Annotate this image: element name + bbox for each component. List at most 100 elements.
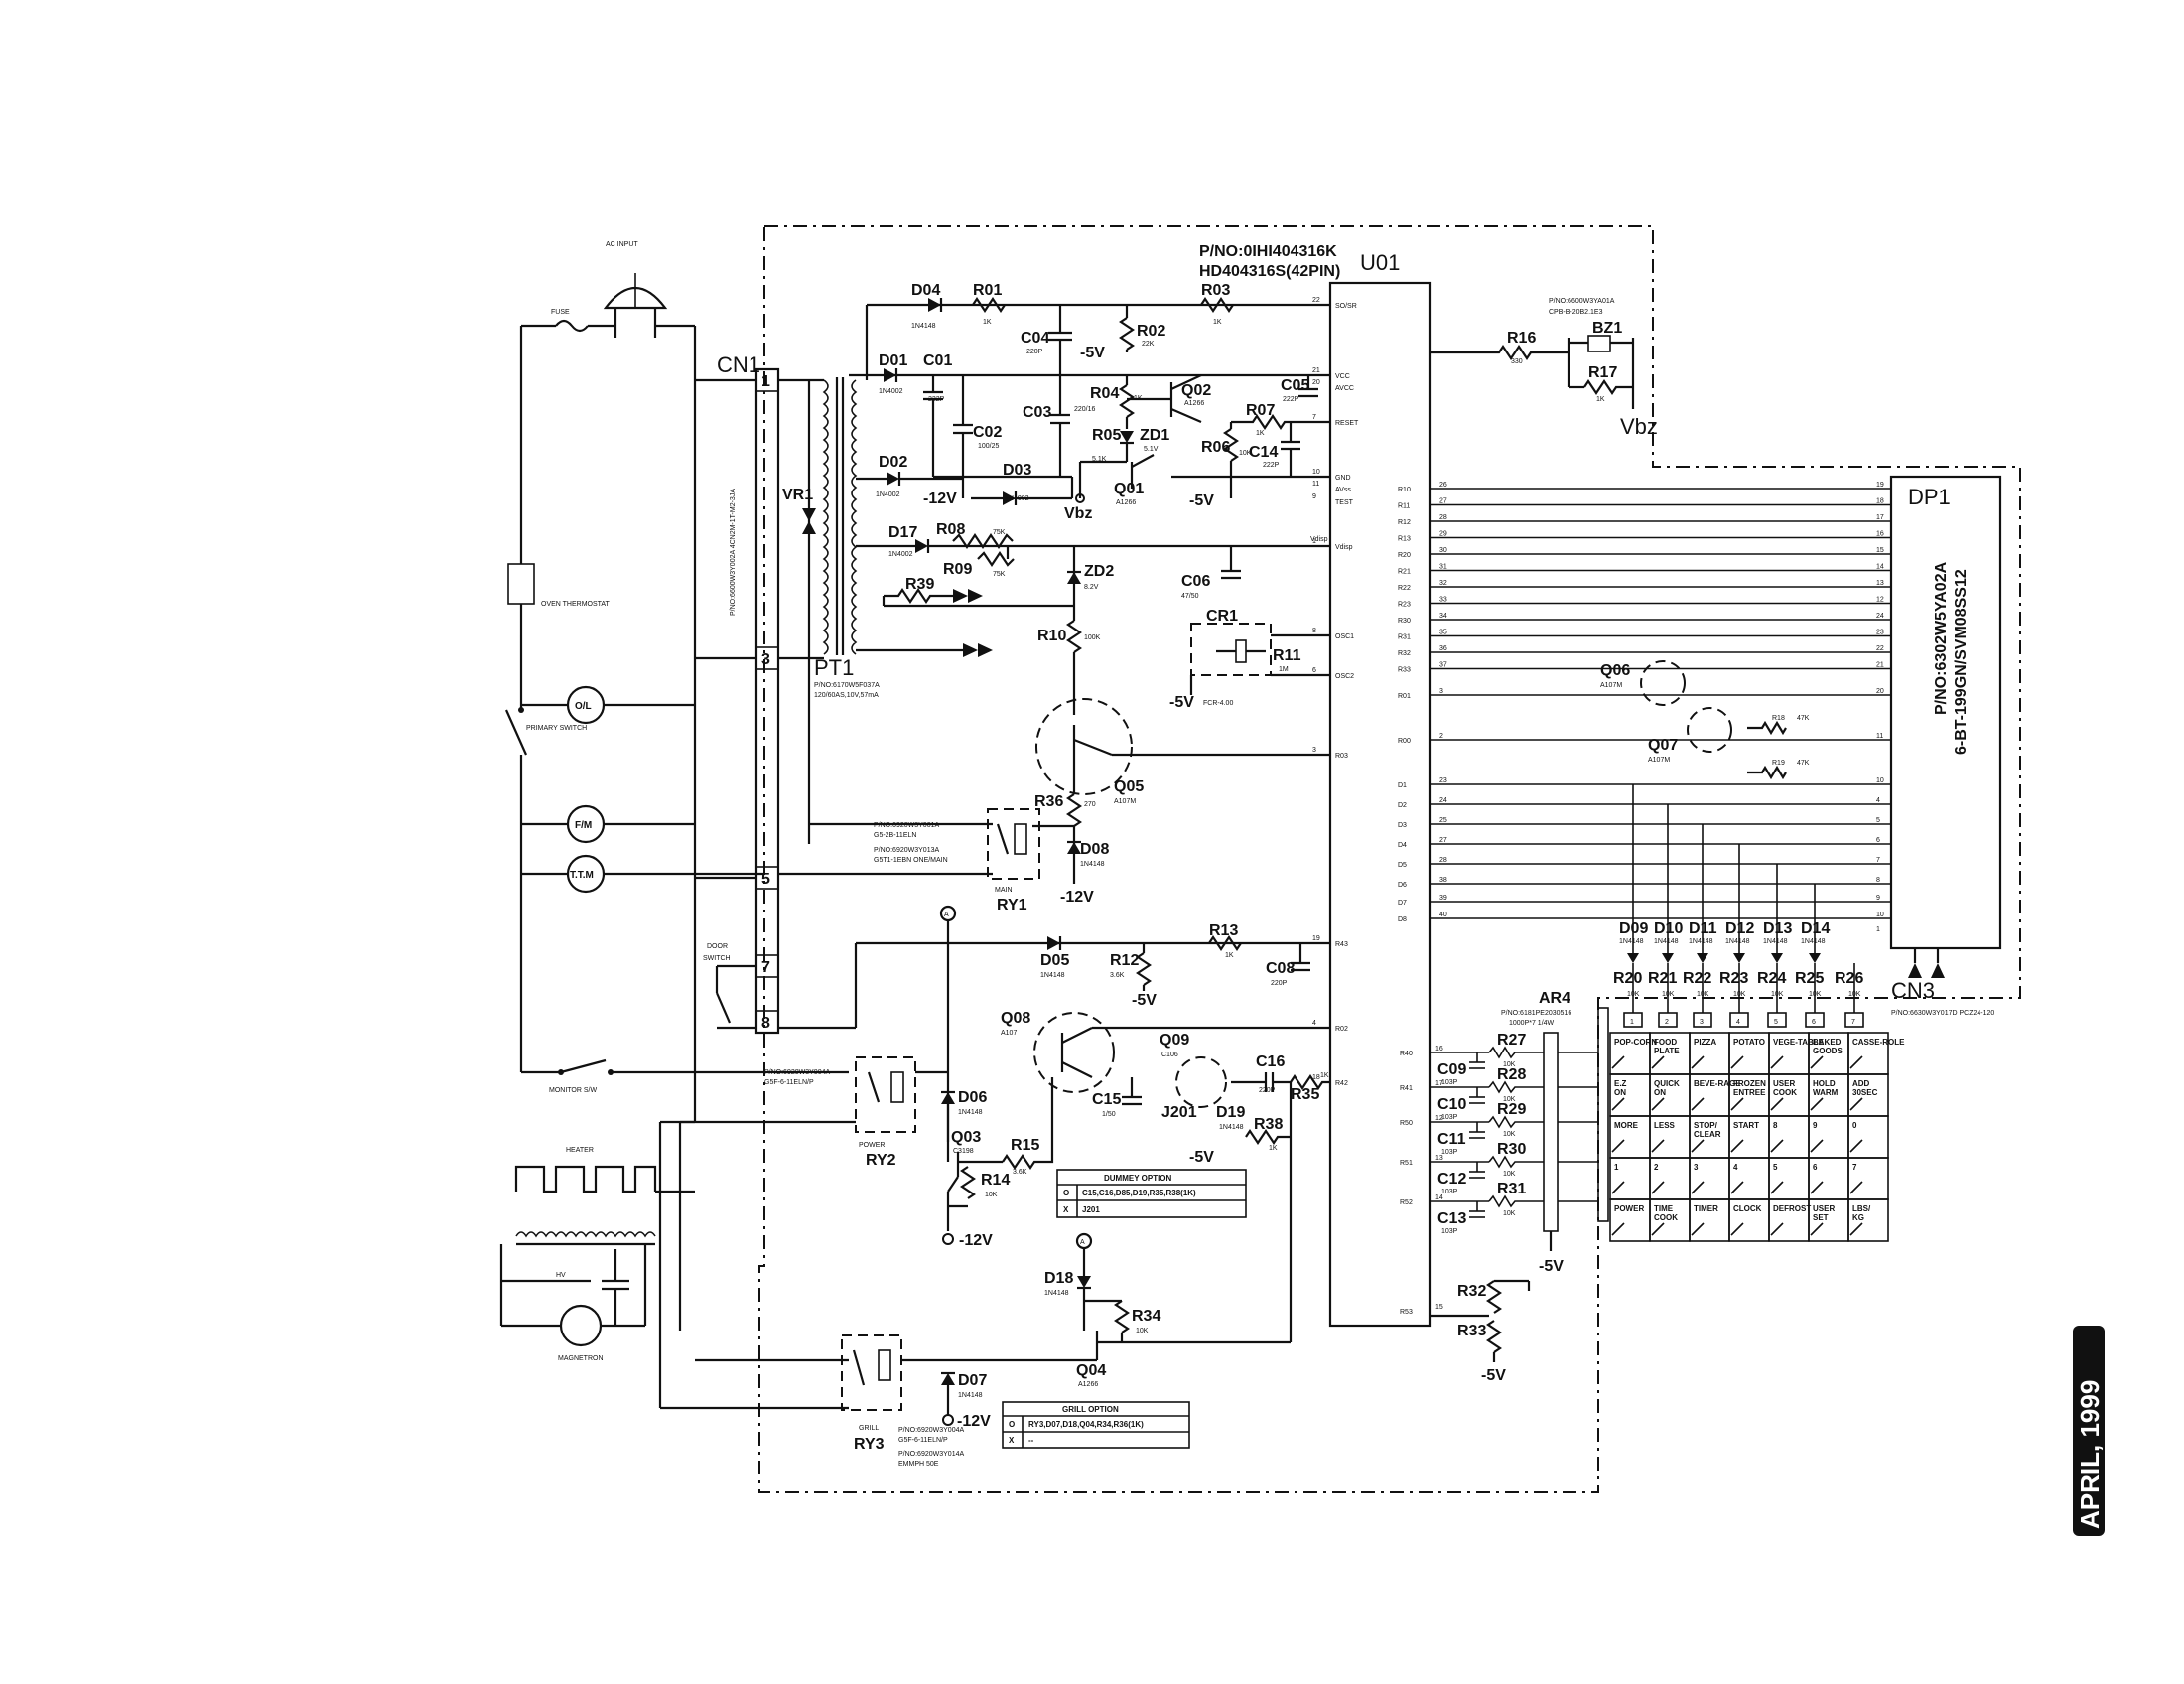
c03-value: 220/16	[1074, 406, 1096, 413]
u01-pin-num: 1	[1312, 538, 1316, 545]
r12-value: 3.6K	[1110, 972, 1125, 979]
u01-pin-name: D3	[1398, 822, 1407, 829]
r16-value: 330	[1511, 358, 1523, 365]
c14-value: 222P	[1263, 462, 1280, 469]
keypad-switch	[1810, 1222, 1824, 1236]
r38-label: R38	[1254, 1116, 1283, 1133]
dp1-display: DP1 P/NO:6302W5YA02A 6-BT-199GN/SVM08SS1…	[1876, 475, 2002, 978]
d01-label: D01	[879, 352, 907, 369]
d03-label: D03	[1003, 462, 1031, 479]
r09-label: R09	[943, 561, 972, 578]
keypad-switch	[1849, 1097, 1863, 1111]
q05-ry1: Q05 A107M R36 270 D08 1N4148 -12V MAIN R…	[778, 675, 1330, 913]
zd1-label: ZD1	[1140, 427, 1169, 444]
dp1-pin-num: 10	[1876, 912, 1884, 918]
u01-pin-name: R03	[1335, 753, 1348, 760]
vr1-label: VR1	[782, 487, 813, 503]
dp1-pin-num: 20	[1876, 688, 1884, 695]
d18-value: 1N4148	[1044, 1290, 1069, 1297]
u01-pin-name: R30	[1398, 618, 1411, 625]
keypad-key-label: 6	[1813, 1163, 1818, 1172]
keypad-key-label: FOOD	[1654, 1038, 1677, 1047]
ry1-pn-3: P/NO:6920W3Y013A	[874, 847, 939, 854]
key-pullup-label: R23	[1719, 970, 1748, 987]
u01-pin-num: 26	[1439, 482, 1447, 489]
key-cap-value: 103P	[1441, 1228, 1458, 1235]
fm-label: F/M	[575, 820, 592, 831]
r01-label: R01	[973, 282, 1002, 299]
c16-value: 220P	[1259, 1087, 1276, 1094]
u01-pin-num: 11	[1312, 481, 1319, 488]
keypad-switch	[1611, 1181, 1625, 1194]
key-resistor-value: 10K	[1503, 1210, 1516, 1217]
keypad-key-label: PLATE	[1654, 1047, 1680, 1055]
cn1-pins: 1 3 5 7 8	[755, 368, 779, 1034]
keypad-key-label: 7	[1852, 1163, 1857, 1172]
r19-value: 47K	[1797, 760, 1810, 767]
cn3-pin	[1844, 1012, 1864, 1028]
q09-value: C106	[1161, 1052, 1178, 1058]
dp1-pin-num: 22	[1876, 645, 1884, 652]
u01-key-pin-num: 15	[1435, 1304, 1443, 1311]
c08-value: 220P	[1271, 980, 1288, 987]
r32-label: R32	[1457, 1283, 1486, 1300]
u01-pin-name: D6	[1398, 882, 1407, 889]
r19-label: R19	[1772, 760, 1785, 767]
key-cap-label: C10	[1437, 1096, 1466, 1113]
ar4-value: 1000P*7 1/4W	[1509, 1020, 1555, 1027]
cn3-pin	[1623, 1012, 1643, 1028]
d06-value: 1N4148	[958, 1109, 983, 1116]
cn3-pin-num: 2	[1665, 1019, 1669, 1026]
u01-pin-name: RESET	[1335, 420, 1359, 427]
c14-label: C14	[1249, 444, 1278, 461]
d01-value: 1N4002	[879, 388, 903, 395]
u01-pin-name: R32	[1398, 650, 1411, 657]
r02-value: 22K	[1142, 341, 1155, 348]
c01-label: C01	[923, 352, 952, 369]
keypad-switch	[1651, 1222, 1665, 1236]
ry2-pn-2: G5F-6-11ELN/P	[764, 1079, 814, 1086]
key-pullup-label: R21	[1648, 970, 1677, 987]
u01-pin-num: 37	[1439, 662, 1447, 669]
ry1-pn-1: P/NO:6920W3Y001A	[874, 822, 939, 829]
cn1-side-text: P/NO:6600W3Y002A 4CN2M-1T-M2-3JA	[730, 489, 737, 616]
keypad-key-label: ADD	[1852, 1079, 1870, 1088]
keypad-key-label: POTATO	[1733, 1038, 1765, 1047]
u01-pin-name: AVCC	[1335, 385, 1354, 392]
key-diode-symbol	[1662, 953, 1674, 963]
keypad-switch	[1691, 1055, 1705, 1069]
u01-pin-num: 27	[1439, 498, 1447, 505]
rail-m5v-6: -5V	[1539, 1258, 1564, 1275]
ry1-pn-4: G5T1-1EBN ONE/MAIN	[874, 857, 948, 864]
ar4-label: AR4	[1539, 990, 1570, 1007]
cn3-pin	[1805, 1012, 1825, 1028]
u01-pin-name: TEST	[1335, 499, 1354, 506]
u01-pin-name: R13	[1398, 536, 1411, 543]
keypad-cell	[1847, 1198, 1889, 1242]
keypad-key-label: ON	[1654, 1088, 1666, 1097]
cn1-pin: 3	[761, 651, 770, 668]
key-resistor-label: R28	[1497, 1066, 1526, 1083]
keypad-switch	[1730, 1181, 1744, 1194]
u01-key-pin-num: 13	[1435, 1155, 1443, 1162]
keypad-key-label: LESS	[1654, 1121, 1676, 1130]
rail-m5v-7: -5V	[1481, 1367, 1506, 1384]
dummy-row-mark: X	[1063, 1205, 1069, 1214]
keypad-key-label: 5	[1773, 1163, 1778, 1172]
ry2-pn-1: P/NO:6920W3Y004A	[764, 1069, 830, 1076]
r15-label: R15	[1011, 1137, 1039, 1154]
r36-value: 270	[1084, 801, 1096, 808]
keypad-switch	[1691, 1139, 1705, 1153]
q04-value: A1266	[1078, 1381, 1098, 1388]
keypad-key-label: DEFROST	[1773, 1204, 1811, 1213]
grill-row-mark: X	[1009, 1436, 1015, 1445]
q01-label: Q01	[1114, 481, 1144, 497]
keypad-switch	[1770, 1139, 1784, 1153]
ry2-q03: POWER RY2 P/NO:6920W3Y004A G5F-6-11ELN/P…	[678, 1056, 1054, 1331]
cn3-pin-num: 5	[1774, 1019, 1778, 1026]
node-a-label: A	[944, 912, 949, 918]
key-diode-symbol	[1627, 953, 1639, 963]
cn3-pin	[1658, 1012, 1678, 1028]
ry1-pn-2: G5-2B-11ELN	[874, 832, 916, 839]
keypad-key-label: MORE	[1614, 1121, 1639, 1130]
